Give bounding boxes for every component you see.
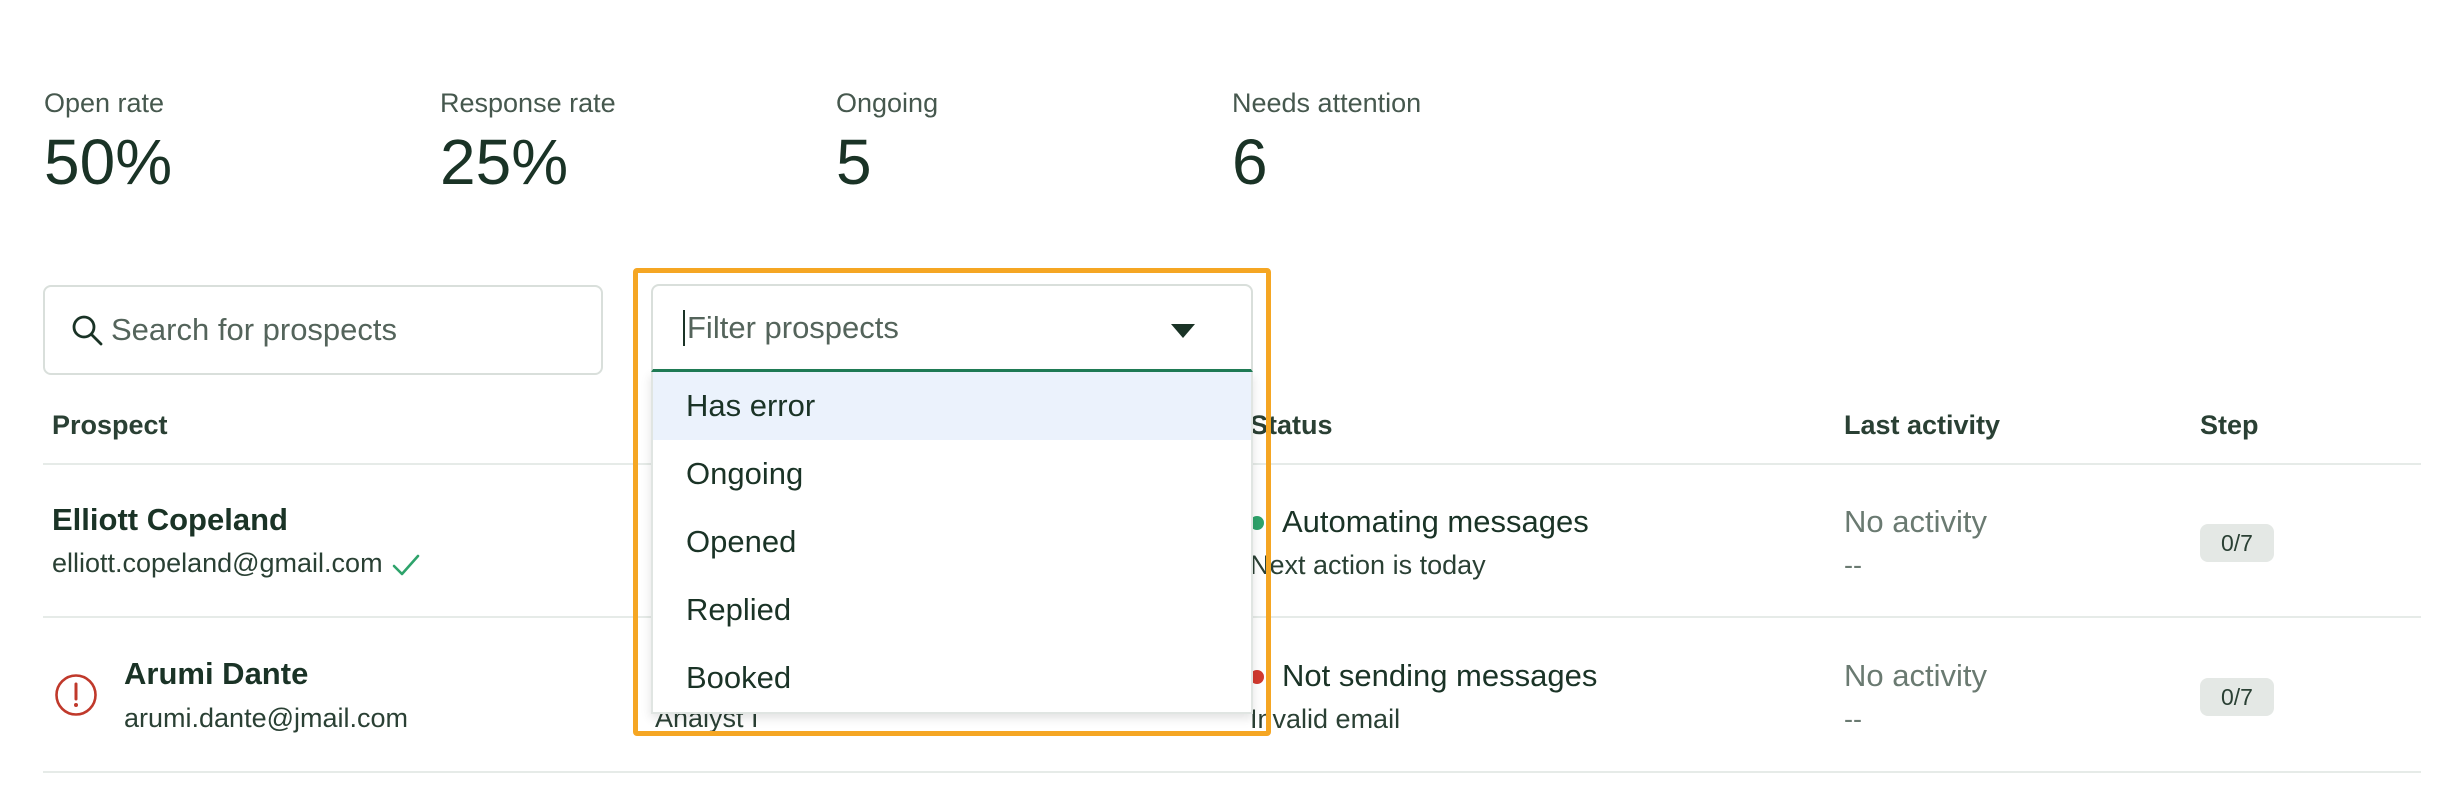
stat-response-rate: Response rate 25%: [440, 86, 616, 198]
column-header-prospect[interactable]: Prospect: [52, 410, 168, 440]
prospect-name[interactable]: Elliott Copeland: [52, 502, 288, 537]
last-activity-sub: --: [1844, 550, 1862, 580]
stat-label: Ongoing: [836, 88, 939, 118]
chevron-down-icon[interactable]: [1171, 324, 1195, 338]
last-activity: No activity: [1844, 504, 1987, 539]
status-subtext: Invalid email: [1250, 704, 1401, 734]
error-icon: [54, 673, 98, 717]
last-activity-sub: --: [1844, 704, 1862, 734]
stat-value: 5: [836, 126, 872, 198]
filter-option-ongoing[interactable]: Ongoing: [686, 456, 804, 491]
search-icon: [69, 312, 105, 348]
prospect-name[interactable]: Arumi Dante: [124, 656, 309, 691]
stat-value: 6: [1232, 126, 1268, 198]
filter-dropdown[interactable]: Has error Ongoing Opened Replied Booked: [651, 284, 1253, 714]
last-activity: No activity: [1844, 658, 1987, 693]
search-box[interactable]: [43, 285, 603, 375]
stat-label: Open rate: [44, 88, 165, 118]
stat-open-rate: Open rate 50%: [44, 86, 172, 198]
stat-ongoing: Ongoing 5: [836, 86, 938, 198]
status-dot: [1250, 670, 1264, 684]
filter-input[interactable]: [687, 309, 1107, 346]
column-header-step[interactable]: Step: [2200, 410, 2259, 440]
step-badge: 0/7: [2200, 678, 2274, 716]
stat-label: Needs attention: [1232, 88, 1422, 118]
prospect-email-line: elliott.copeland@gmail.com: [52, 548, 421, 579]
stat-label: Response rate: [440, 88, 616, 118]
filter-options-list: Has error Ongoing Opened Replied Booked: [651, 372, 1253, 714]
stat-value: 50%: [44, 126, 173, 198]
filter-option-opened[interactable]: Opened: [686, 524, 797, 559]
status-text: Not sending messages: [1282, 658, 1598, 693]
text-caret: [683, 309, 685, 346]
status-subtext: Next action is today: [1250, 550, 1486, 580]
status-dot: [1250, 516, 1264, 530]
status-text: Automating messages: [1282, 504, 1589, 539]
column-header-last-activity[interactable]: Last activity: [1844, 410, 2001, 440]
stat-needs-attention: Needs attention 6: [1232, 86, 1421, 198]
prospect-email: elliott.copeland@gmail.com: [52, 548, 383, 578]
stat-value: 25%: [440, 126, 569, 198]
filter-option-has-error[interactable]: Has error: [653, 372, 1251, 440]
filter-option-replied[interactable]: Replied: [686, 592, 792, 627]
prospect-email: arumi.dante@jmail.com: [124, 703, 409, 733]
row-divider: [43, 771, 2421, 773]
check-icon: [391, 552, 421, 578]
step-badge: 0/7: [2200, 524, 2274, 562]
column-header-status[interactable]: Status: [1250, 410, 1333, 440]
filter-option-booked[interactable]: Booked: [686, 660, 792, 695]
search-input[interactable]: [109, 311, 593, 349]
filter-field[interactable]: [651, 284, 1253, 372]
